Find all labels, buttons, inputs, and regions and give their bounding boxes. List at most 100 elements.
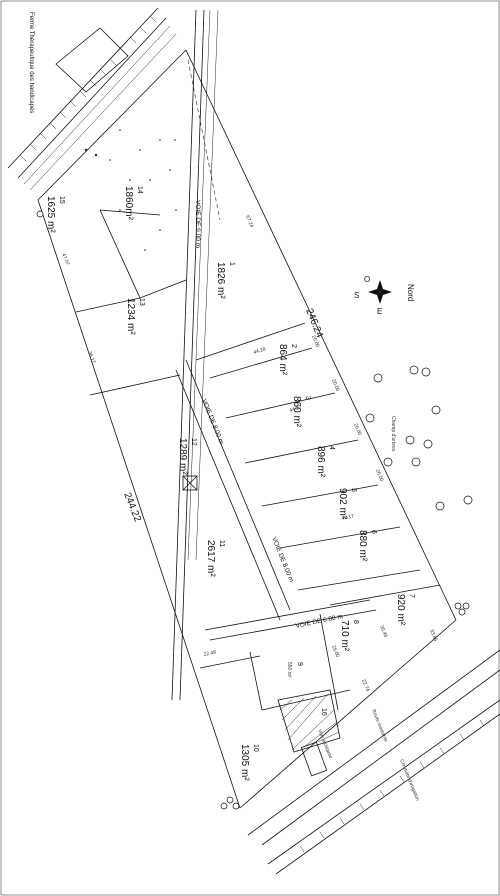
- dim-2000b: 20.00: [330, 379, 340, 393]
- lot-13: 13 1234 m²: [125, 298, 145, 335]
- farm-building: [55, 27, 129, 93]
- tree-icon: [411, 457, 421, 467]
- north-label: Nord: [406, 284, 415, 301]
- tree-icon: [405, 435, 415, 445]
- tree-icon: [463, 495, 473, 505]
- dim-3385: 33.85: [428, 629, 438, 643]
- lot-area: 1305 m²: [239, 744, 250, 781]
- lot-number: 7: [408, 594, 415, 598]
- lot-6: 6 880 m²: [357, 530, 377, 562]
- dim-6724: 67.24: [244, 215, 254, 229]
- lot-number: 14: [136, 186, 143, 194]
- lot-16: 16: [320, 708, 327, 716]
- hatched-lot: [277, 689, 341, 753]
- dim-3049: 30.49: [378, 625, 388, 639]
- lot-number: 4: [328, 446, 335, 450]
- road-9m-label: VOIE DE 9.00 m: [194, 200, 201, 248]
- lot-number: 11: [218, 540, 225, 547]
- lot-number: 1: [228, 262, 235, 266]
- lot-number: 15: [58, 196, 65, 204]
- lot-area: 1234 m²: [125, 298, 136, 335]
- tree-icon: [435, 501, 445, 511]
- dim-3617: 36.17: [86, 351, 96, 365]
- lot-number: 2: [290, 344, 297, 348]
- internal-road: [175, 359, 377, 641]
- tree-icon: [454, 602, 470, 616]
- lot-7: 7 920 m²: [395, 594, 415, 626]
- lot-area: 1826 m²: [215, 262, 226, 299]
- spot-heights: [84, 129, 177, 251]
- road-8m-label-a: VOIE DE 8.00 m: [200, 398, 224, 445]
- farm-label: Ferme Thérapeutique des handicapés: [28, 12, 34, 113]
- lot-number: 12: [190, 438, 197, 446]
- lot-number: 6: [370, 530, 377, 534]
- tree-icon: [383, 457, 393, 467]
- lot-area: 860 m²: [291, 396, 302, 428]
- tree-icon: [409, 365, 419, 375]
- road-corridor: [171, 9, 221, 701]
- culvert: [300, 741, 328, 777]
- lot-area: 864 m²: [277, 344, 288, 376]
- lot-14: 14 1860m²: [123, 186, 143, 221]
- survey-marker: [182, 475, 198, 491]
- lot-area: 2617 m²: [205, 540, 216, 577]
- lot-lines: [75, 209, 441, 711]
- tree-icon: [220, 796, 240, 810]
- lot-number: 9: [296, 662, 303, 666]
- lot-12: 12 1289 m²: [177, 438, 197, 475]
- tree-icon: [36, 210, 44, 218]
- tree-icon: [373, 373, 383, 383]
- tree-icon: [421, 367, 431, 377]
- dim-2000a: 20.00: [310, 335, 320, 349]
- lot-number: 5: [350, 488, 357, 492]
- lot-1: 1 1826 m²: [215, 262, 235, 299]
- lot-8: 8 710 m²: [339, 620, 359, 652]
- lot-area: 1625 m²: [45, 196, 56, 233]
- dim-4317: 43.17: [341, 513, 355, 522]
- north-arrow: O S E Nord: [354, 275, 415, 316]
- lot-area: 896 m²: [315, 446, 326, 478]
- lot-area: 880 m²: [357, 530, 368, 562]
- lot-2: 2 864 m²: [277, 344, 297, 376]
- lot-area: 550 m²: [286, 662, 292, 678]
- road-8m-label-b: VOIE DE 8.00 m: [270, 536, 294, 583]
- lot-3: 3 860 m²: [291, 396, 311, 428]
- lot-10: 10 1305 m²: [239, 744, 259, 781]
- lot-number: 8: [352, 620, 359, 624]
- existing-road: [247, 649, 500, 875]
- dim-2274: 22.74: [360, 679, 370, 693]
- road-6m-label: VOIE DE 6.00 m: [295, 613, 343, 630]
- lot-area: 902 m²: [337, 488, 348, 520]
- tree-icon: [431, 405, 441, 415]
- tree-icon: [365, 413, 375, 423]
- orchard-label: Champ d'arbres: [390, 416, 396, 452]
- lot-labels: 15 1625 m² 14 1860m² 13 1234 m² 1 1826 m…: [45, 186, 415, 781]
- lot-number: 10: [252, 744, 259, 752]
- compass-s: S: [354, 291, 359, 300]
- lot-15: 15 1625 m²: [45, 196, 65, 233]
- dim-2500: 25.00: [330, 645, 340, 659]
- lot-11: 11 2617 m²: [205, 540, 225, 577]
- dim-4428: 44.28: [253, 346, 267, 356]
- dim-4427: 44.27: [289, 404, 303, 414]
- lot-number: 16: [320, 708, 327, 716]
- lot-9: 9 550 m²: [286, 662, 303, 678]
- lot-number: 13: [138, 298, 145, 306]
- tree-icon: [423, 439, 433, 449]
- farm-title: Ferme Thérapeutique des handicapés: [28, 12, 34, 113]
- compass-e: E: [377, 307, 382, 316]
- dim-2000c: 20.00: [352, 423, 362, 437]
- lot-5: 5 902 m²: [337, 488, 357, 520]
- site-boundary: [37, 49, 457, 809]
- lot-4: 4 896 m²: [315, 446, 335, 478]
- dim-47: 47.07: [60, 253, 70, 267]
- irrigation-label: Conduite d'irrigation: [398, 759, 420, 803]
- lot-area: 1860m²: [123, 186, 134, 221]
- orchard-trees: [36, 210, 473, 810]
- lot-area: 710 m²: [339, 620, 350, 652]
- lot-area: 920 m²: [395, 594, 406, 626]
- existing-road-label: Route existante: [370, 709, 389, 744]
- lot-area: 1289 m²: [177, 438, 188, 475]
